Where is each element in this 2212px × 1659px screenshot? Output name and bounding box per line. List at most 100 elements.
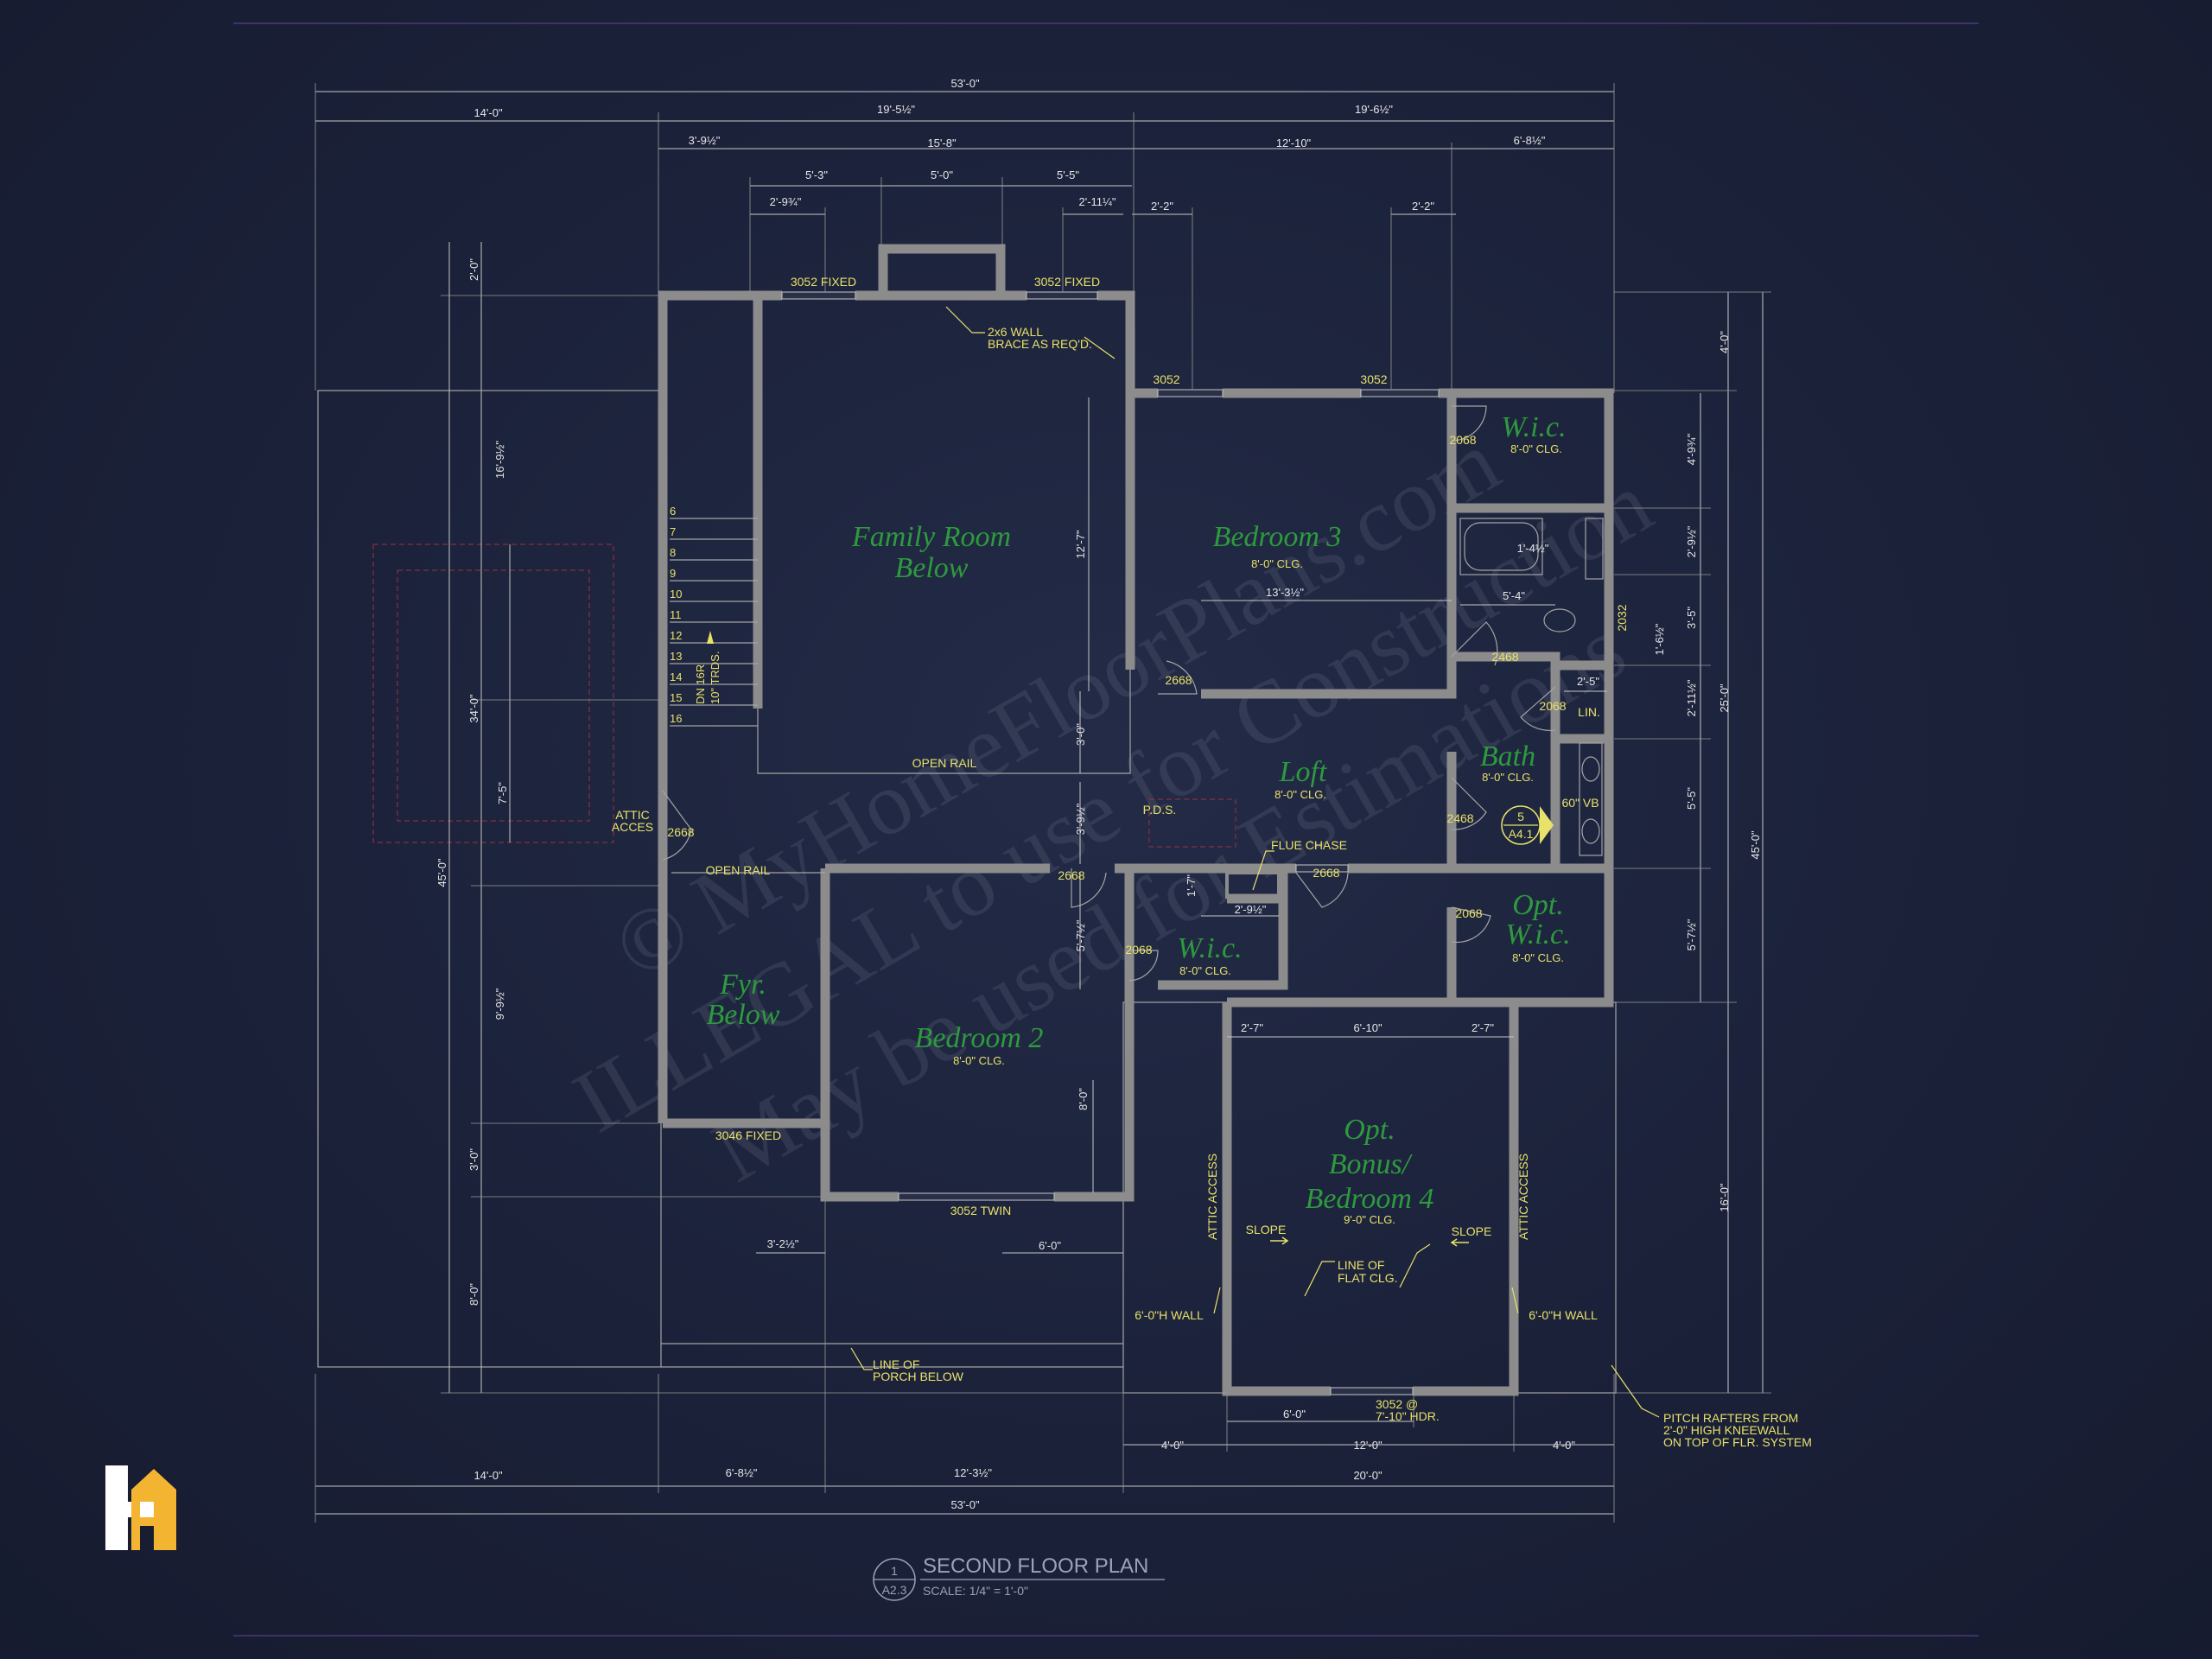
- watermark-line-2: ILLEGAL to use for Construction: [557, 454, 1668, 1152]
- dim-text: 6'-8½": [726, 1466, 758, 1479]
- dim-text: 3'-9½": [1074, 803, 1087, 835]
- room-opt-wic-line2: W.i.c.: [1505, 918, 1570, 950]
- stair-tread-label: 10" TRDS.: [709, 652, 721, 704]
- dim-text: 4'-0": [1718, 331, 1731, 353]
- dim-text: 1'-4½": [1517, 542, 1549, 555]
- dim-text: 14'-0": [474, 1469, 503, 1482]
- dim-text: 34'-0": [467, 694, 480, 723]
- room-family-room-line2: Below: [895, 552, 969, 584]
- dim-text: 3'-0": [1074, 723, 1087, 746]
- stair: 6 7 8 9 10 11 12 13 14 15 16 DN 16R 10" …: [670, 505, 758, 727]
- stair-step-number: 6: [670, 505, 676, 518]
- note-open-rail: OPEN RAIL: [706, 863, 771, 877]
- note-door: 2668: [1165, 673, 1192, 687]
- note-door: 2068: [1455, 906, 1482, 920]
- dim-text: 5'-3": [805, 168, 828, 181]
- dim-text: 12'-0": [1353, 1439, 1382, 1452]
- dim-text: 13'-3½": [1266, 586, 1304, 599]
- dim-text: 19'-5½": [877, 103, 915, 116]
- room-bedroom-3: Bedroom 3: [1213, 521, 1342, 553]
- dim-text: 2'-11½": [1685, 679, 1698, 716]
- detail-number: 1: [891, 1564, 898, 1578]
- notes: 3052 FIXED 3052 FIXED 2x6 WALL BRACE AS …: [612, 275, 1812, 1449]
- room-bonus-line3: Bedroom 4: [1306, 1183, 1434, 1215]
- note-linen: LIN.: [1578, 705, 1600, 719]
- dim-text: 2'-9½": [1685, 525, 1698, 557]
- note-kneewall: 6'-0"H WALL: [1135, 1308, 1204, 1322]
- note-slope: SLOPE: [1246, 1223, 1287, 1236]
- section-marker: 5 A4.1: [1501, 805, 1554, 845]
- dim-text: 5'-7½": [1685, 918, 1698, 950]
- bath-fixtures: [1459, 518, 1604, 856]
- note-wall: BRACE AS REQ'D.: [988, 337, 1092, 351]
- room-family-room-line1: Family Room: [851, 521, 1011, 553]
- note-door: 2468: [1491, 650, 1518, 664]
- slope-arrow-icon: [1450, 1238, 1469, 1247]
- room-wic-top-ceiling: 8'-0" CLG.: [1510, 442, 1562, 455]
- dim-text: 3'-2½": [767, 1237, 799, 1250]
- note-pitch: PITCH RAFTERS FROM: [1663, 1411, 1798, 1425]
- room-foyer-line1: Fyr.: [719, 969, 766, 1001]
- note-wall: 2x6 WALL: [988, 325, 1043, 339]
- dim-text: 5'-7½": [1074, 919, 1087, 951]
- dim-text: 12'-7": [1074, 530, 1087, 559]
- note-open-rail: OPEN RAIL: [912, 756, 977, 770]
- room-wic-mid-ceiling: 8'-0" CLG.: [1179, 964, 1231, 977]
- note-pitch: 2'-0" HIGH KNEEWALL: [1663, 1423, 1790, 1437]
- dim-text: 12'-10": [1276, 137, 1312, 149]
- dim-text: 2'-0": [467, 258, 480, 281]
- pds-box: [1148, 798, 1236, 848]
- dim-text: 4'-0": [1161, 1439, 1184, 1452]
- note-window: 3052: [1360, 372, 1387, 386]
- dim-text: 5'-0": [931, 168, 953, 181]
- note-door: 2068: [1125, 943, 1152, 957]
- slope-arrow-icon: [1270, 1236, 1289, 1245]
- dim-text: 3'-9½": [689, 134, 721, 147]
- dim-text: 15'-8": [927, 137, 957, 149]
- dim-text: 8'-0": [1077, 1088, 1090, 1110]
- stair-step-number: 13: [670, 650, 682, 663]
- room-bedroom-2-ceiling: 8'-0" CLG.: [953, 1054, 1005, 1067]
- dim-text: 5'-5": [1685, 787, 1698, 810]
- room-bonus-line2: Bonus/: [1329, 1148, 1414, 1180]
- drawing-title-block: 1 A2.3 SECOND FLOOR PLAN SCALE: 1/4" = 1…: [873, 1554, 1165, 1601]
- sheet-number: A2.3: [882, 1583, 907, 1597]
- stair-direction-label: DN 16R: [694, 664, 707, 704]
- note-slope: SLOPE: [1452, 1224, 1492, 1238]
- note-flue-chase: FLUE CHASE: [1271, 838, 1347, 852]
- dim-text: 6'-8½": [1514, 134, 1546, 147]
- dim-text: 16'-9½": [493, 441, 506, 479]
- note-window-header: 3052 @: [1376, 1397, 1418, 1411]
- dim-text: 25'-0": [1718, 683, 1731, 713]
- room-bedroom-2: Bedroom 2: [915, 1022, 1044, 1054]
- dim-text: 6'-0": [1039, 1239, 1061, 1252]
- note-window: 3052: [1153, 372, 1179, 386]
- dim-text: 1'-7": [1185, 874, 1198, 897]
- room-bonus-ceiling: 9'-0" CLG.: [1344, 1213, 1395, 1226]
- dimension-text: 53'-0" 14'-0" 19'-5½" 19'-6½" 3'-9½" 15'…: [435, 77, 1762, 1511]
- stair-arrow-icon: [707, 631, 714, 644]
- note-window: 3052 FIXED: [791, 275, 856, 289]
- stair-step-number: 14: [670, 671, 682, 683]
- dim-text: 1'-6½": [1653, 623, 1666, 655]
- note-pds: P.D.S.: [1143, 803, 1177, 817]
- drawing-title: SECOND FLOOR PLAN: [923, 1554, 1148, 1578]
- dim-text: 7'-5": [496, 782, 509, 804]
- dim-text: 2'-5": [1577, 675, 1599, 688]
- note-pitch: ON TOP OF FLR. SYSTEM: [1663, 1435, 1812, 1449]
- note-door: 2068: [1539, 699, 1566, 713]
- note-door: 2032: [1615, 604, 1629, 631]
- note-attic: ATTIC: [615, 808, 649, 822]
- dim-text: 14'-0": [474, 106, 503, 119]
- note-window-header: 7'-10" HDR.: [1376, 1409, 1440, 1423]
- room-wic-mid: W.i.c.: [1177, 932, 1242, 964]
- note-door: 2068: [1449, 433, 1476, 447]
- dim-text: 6'-10": [1353, 1021, 1382, 1034]
- note-window: 3052 FIXED: [1034, 275, 1100, 289]
- door-swings: [662, 405, 1556, 982]
- note-vanity: 60" VB: [1561, 796, 1599, 810]
- room-wic-top: W.i.c.: [1501, 411, 1566, 443]
- dim-text: 2'-11¼": [1079, 195, 1116, 208]
